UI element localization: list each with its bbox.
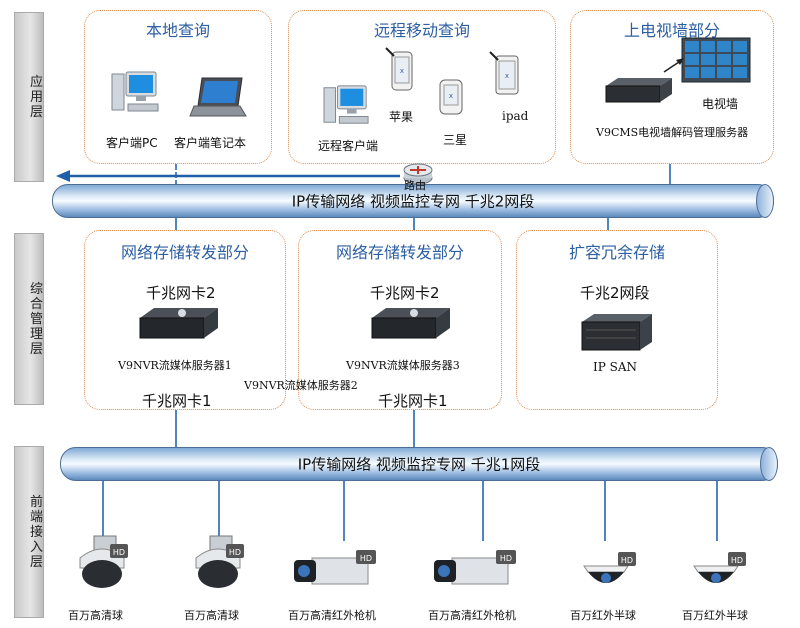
ptz-dome-camera-icon: HD: [79, 535, 128, 588]
router-label: 路由: [404, 179, 426, 192]
layer-application-label: 应用层: [27, 74, 42, 120]
zone-storage-2: 网络存储转发部分: [298, 230, 502, 410]
zone-expansion: 扩容冗余存储: [516, 230, 718, 410]
tv-wall-label: 电视墙: [702, 97, 739, 111]
svg-text:HD: HD: [621, 556, 633, 565]
storage2-nic-bottom: 千兆网卡1: [378, 392, 448, 410]
ip-san-label: IP SAN: [593, 360, 638, 374]
zone-storage-1-title: 网络存储转发部分: [120, 243, 249, 262]
desktop-pc-icon: [111, 71, 159, 112]
expansion-segment-label: 千兆2网段: [580, 284, 650, 302]
router-icon: [403, 163, 433, 185]
expansion-uplink: [607, 218, 609, 230]
decoder-server-icon: [605, 78, 672, 103]
camera-6-drop: [716, 481, 718, 541]
client-pc-label: 客户端PC: [106, 136, 158, 150]
samsung-phone-icon: x: [439, 79, 463, 115]
zone-remote-mobile: 远程移动查询: [288, 10, 556, 164]
camera-2-drop: [218, 481, 220, 541]
bullet-camera-icon: HD: [434, 550, 516, 585]
zone-tv-wall-title: 上电视墙部分: [623, 21, 720, 40]
camera-3-label: 百万高清红外枪机: [288, 609, 376, 622]
ptz-dome-camera-icon: HD: [195, 535, 244, 588]
camera-2-label: 百万高清球: [184, 609, 239, 622]
half-dome-camera-icon: HD: [583, 552, 636, 583]
nvr-server-3-label: V9NVR流媒体服务器3: [346, 359, 460, 372]
client-laptop-label: 客户端笔记本: [174, 136, 247, 150]
svg-text:HD: HD: [731, 556, 743, 565]
zone-storage-2-title: 网络存储转发部分: [335, 243, 464, 262]
network-pipe-bottom-cap: [760, 447, 778, 481]
network-pipe-top: IP传输网络 视频监控专网 千兆2网段: [52, 184, 774, 218]
ipad-label: ipad: [502, 109, 529, 123]
nvr-server-2-label: V9NVR流媒体服务器2: [244, 379, 358, 392]
ip-san-icon: [581, 314, 652, 351]
tv-wall-icon: [681, 37, 751, 83]
storage2-uplink: [413, 218, 415, 230]
camera-3-drop: [343, 481, 345, 541]
camera-5-label: 百万红外半球: [570, 609, 636, 622]
layer-management-label: 综合管理层: [27, 281, 42, 357]
zone-remote-mobile-title: 远程移动查询: [373, 21, 470, 40]
nvr-server-3-icon: [371, 308, 450, 339]
svg-text:HD: HD: [113, 548, 125, 557]
network-pipe-top-cap: [756, 184, 774, 218]
layer-frontend: 前端接入层: [14, 446, 44, 618]
svg-text:x: x: [400, 67, 404, 75]
network-pipe-bottom: IP传输网络 视频监控专网 千兆1网段: [60, 447, 778, 481]
layer-management: 综合管理层: [14, 233, 44, 405]
camera-5-drop: [604, 481, 606, 541]
storage2-nic-top: 千兆网卡2: [370, 284, 440, 302]
storage1-downlink: [175, 410, 177, 448]
layer-frontend-label: 前端接入层: [27, 494, 42, 570]
remote-pc-icon: [323, 85, 369, 124]
decoder-server-label: V9CMS电视墙解码管理服务器: [596, 126, 749, 139]
camera-6-label: 百万红外半球: [682, 609, 748, 622]
nvr-server-1-label: V9NVR流媒体服务器1: [118, 359, 232, 372]
zone-local-query-title: 本地查询: [145, 21, 210, 40]
svg-text:x: x: [505, 72, 509, 80]
camera-1-drop: [102, 481, 104, 541]
zone-local-query: 本地查询: [84, 10, 272, 164]
network-pipe-bottom-label: IP传输网络 视频监控专网 千兆1网段: [297, 455, 541, 474]
nvr-server-1-icon: [139, 308, 218, 339]
zone-tv-wall: 上电视墙部分: [570, 10, 774, 164]
apple-label: 苹果: [389, 110, 414, 124]
remote-client-label: 远程客户端: [318, 139, 379, 153]
apple-phone-icon: x: [385, 47, 413, 91]
storage1-uplink: [175, 218, 177, 230]
half-dome-camera-icon: HD: [693, 552, 746, 583]
laptop-icon: [189, 77, 247, 117]
svg-text:HD: HD: [500, 554, 512, 563]
local-query-connector: [175, 164, 177, 186]
layer-application: 应用层: [14, 12, 44, 182]
storage1-nic-bottom: 千兆网卡1: [142, 392, 212, 410]
svg-text:HD: HD: [360, 554, 372, 563]
bullet-camera-icon: HD: [294, 550, 376, 585]
camera-4-drop: [482, 481, 484, 541]
zone-expansion-title: 扩容冗余存储: [568, 243, 665, 262]
ipad-icon: x: [489, 51, 519, 95]
storage1-nic-top: 千兆网卡2: [146, 284, 216, 302]
storage2-downlink: [413, 410, 415, 448]
samsung-label: 三星: [443, 133, 468, 147]
network-pipe-top-label: IP传输网络 视频监控专网 千兆2网段: [291, 192, 535, 211]
camera-1-label: 百万高清球: [68, 609, 123, 622]
svg-text:x: x: [449, 92, 453, 100]
zone-storage-1: 网络存储转发部分: [84, 230, 286, 410]
svg-text:HD: HD: [229, 548, 241, 557]
tv-wall-connector: [669, 164, 671, 186]
camera-4-label: 百万高清红外枪机: [428, 609, 516, 622]
